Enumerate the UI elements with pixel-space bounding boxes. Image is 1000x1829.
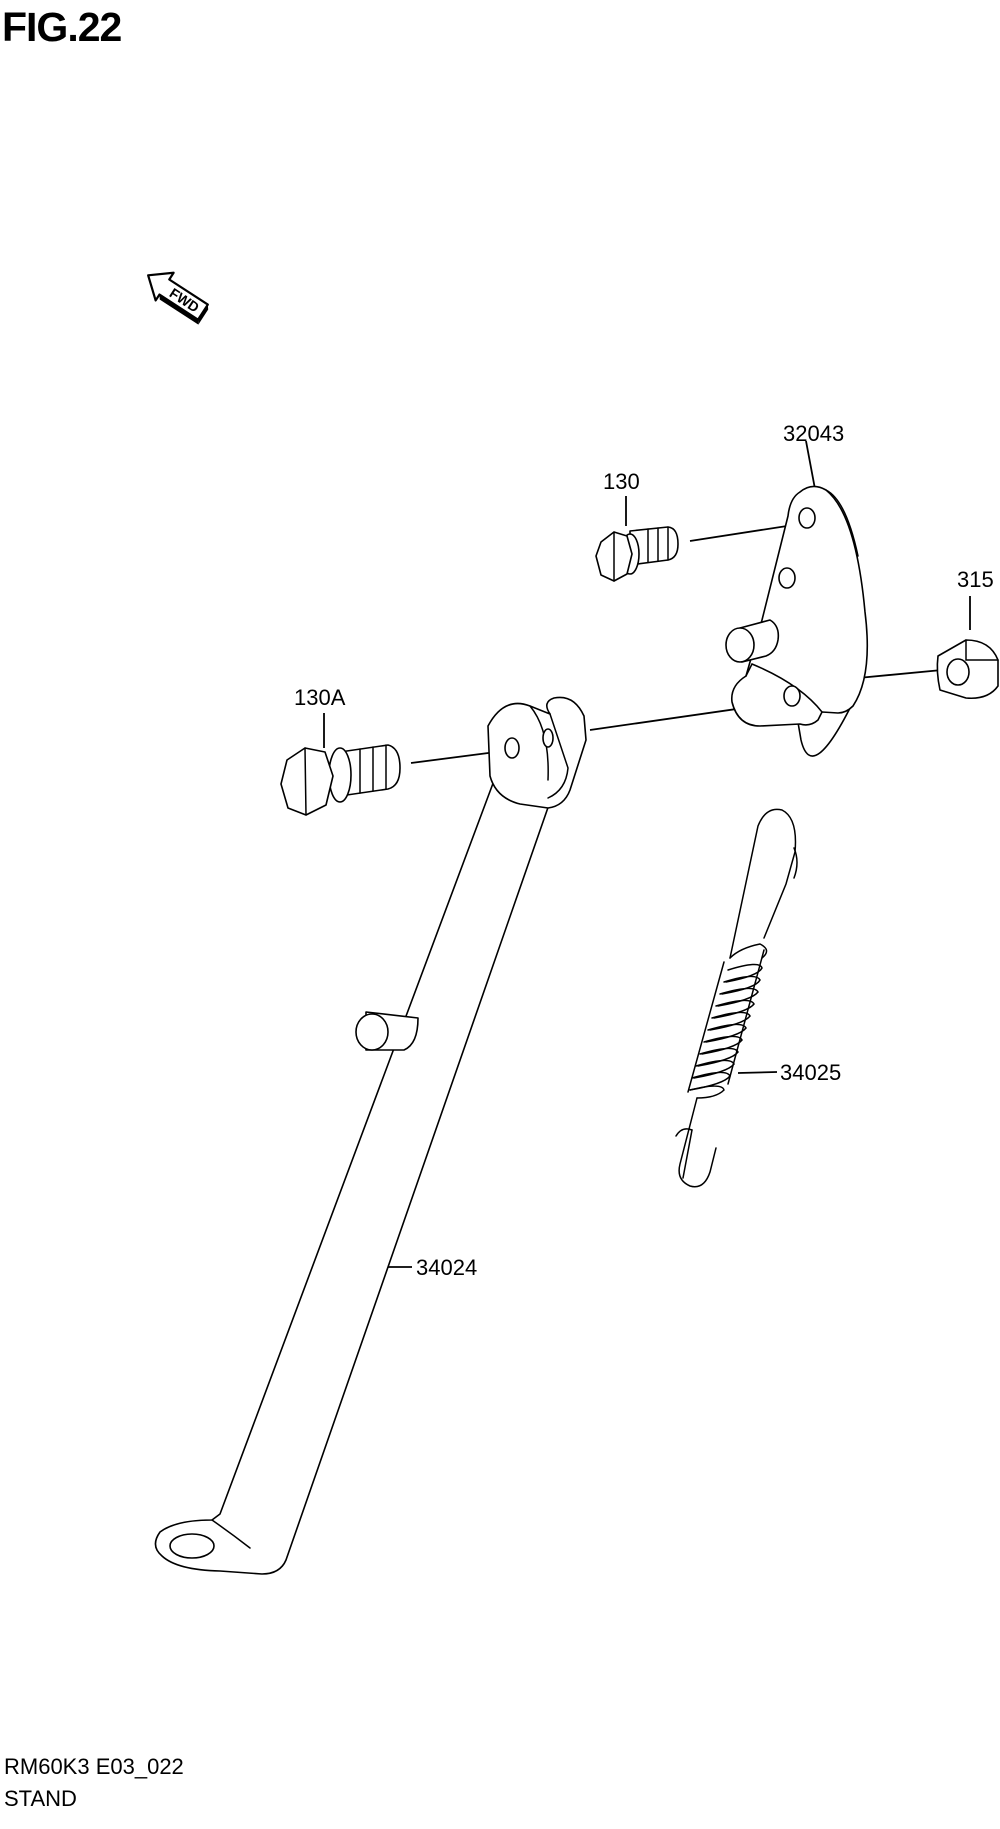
figure-title: FIG.22 <box>2 4 122 50</box>
side-stand-34024 <box>154 696 587 1575</box>
figure-name: STAND <box>4 1786 77 1811</box>
nut-315 <box>936 639 999 700</box>
spring-34025 <box>675 808 798 1188</box>
bracket-32043 <box>725 485 869 757</box>
bolt-130a <box>280 744 401 816</box>
callout-32043: 32043 <box>783 421 844 446</box>
callout-130a: 130A <box>294 685 346 710</box>
callout-130: 130 <box>603 469 640 494</box>
leader-lines <box>323 440 971 1268</box>
callout-34024: 34024 <box>416 1255 477 1280</box>
bolt-130 <box>595 526 679 582</box>
figure-code: RM60K3 E03_022 <box>4 1754 184 1779</box>
callout-34025: 34025 <box>780 1060 841 1085</box>
callout-315: 315 <box>957 567 994 592</box>
fwd-arrow-icon: FWD <box>147 271 209 325</box>
